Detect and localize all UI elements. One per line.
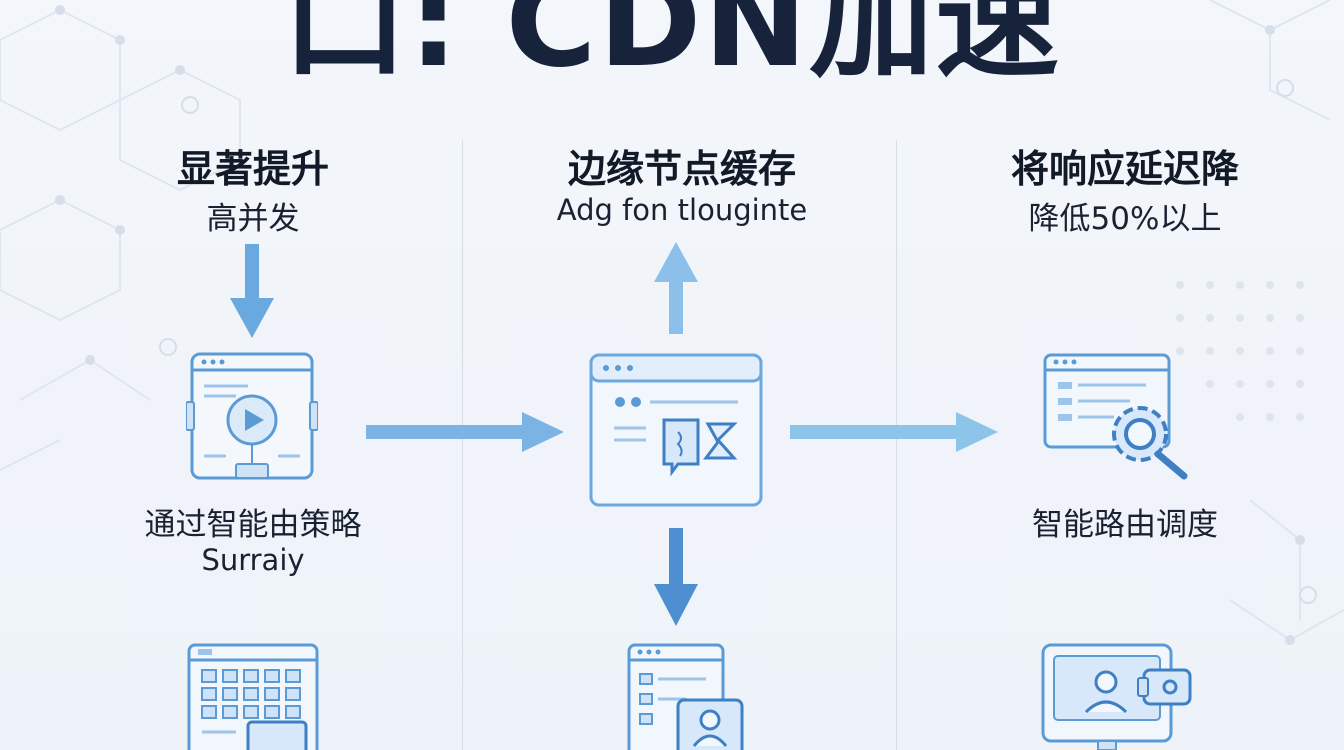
arrow-up-center bbox=[654, 242, 698, 334]
left-caption-sub: Surraiy bbox=[201, 543, 305, 577]
left-heading: 显著提升 bbox=[176, 147, 329, 191]
center-subheading: Adg fon tlouginte bbox=[556, 193, 808, 227]
column-divider-left bbox=[462, 140, 463, 750]
center-heading: 边缘节点缓存 bbox=[567, 147, 796, 191]
right-caption: 智能路由调度 bbox=[1032, 507, 1218, 543]
column-divider-right bbox=[896, 140, 897, 750]
settings-search-icon bbox=[1043, 353, 1188, 480]
right-subheading: 降低50%以上 bbox=[1028, 201, 1222, 237]
right-heading: 将响应延迟降 bbox=[1010, 147, 1239, 191]
left-caption: 通过智能由策略 bbox=[144, 507, 362, 543]
arrow-down-left bbox=[230, 244, 274, 338]
monitor-user-icon bbox=[1041, 643, 1192, 750]
browser-document-icon bbox=[589, 353, 763, 507]
page-title: 口: CDN加速 bbox=[282, 0, 1062, 95]
video-window-icon bbox=[186, 352, 318, 480]
arrow-down-center bbox=[654, 528, 698, 626]
arrow-right-right bbox=[790, 412, 998, 452]
left-subheading: 高并发 bbox=[206, 201, 300, 237]
arrow-right-left bbox=[366, 412, 564, 452]
user-profile-window-icon bbox=[627, 643, 744, 750]
grid-window-icon bbox=[187, 643, 319, 750]
